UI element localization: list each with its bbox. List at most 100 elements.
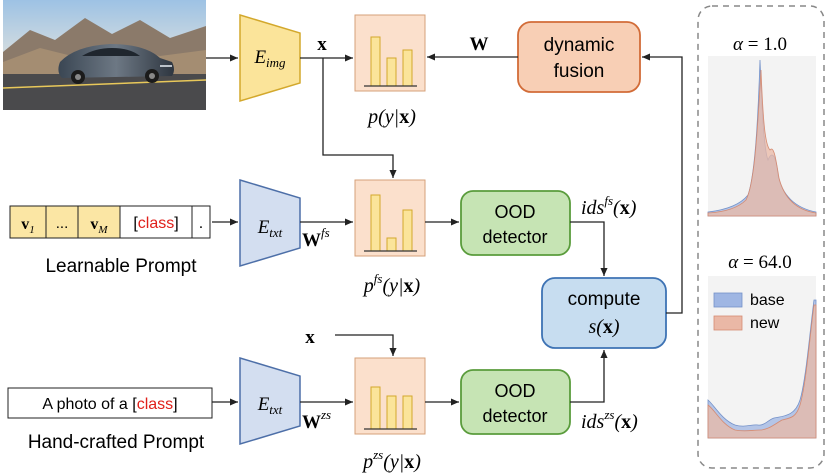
label-x-mid: x <box>305 327 315 348</box>
arrows <box>206 53 683 406</box>
label-w-zs-sup: zs <box>320 407 331 422</box>
legend: base new <box>713 292 785 332</box>
legend-new-swatch <box>713 315 743 331</box>
encoder-img-main: E <box>253 47 266 68</box>
text-encoder-zs: Etxt <box>239 356 301 446</box>
svg-text:W: W <box>470 34 489 55</box>
handcrafted-prompt: A photo of a [class] Hand-crafted Prompt <box>7 387 213 453</box>
learnable-prompt-caption: Learnable Prompt <box>45 256 197 277</box>
svg-text:v1: v1 <box>21 216 35 236</box>
label-p-fs-x: x <box>404 275 414 297</box>
label-p-fs-pre: p <box>362 275 374 297</box>
compute-pre: s( <box>588 316 604 338</box>
compute-post: ) <box>612 316 620 338</box>
ood-zs-line2: detector <box>482 406 547 426</box>
label-w-top: W <box>470 34 489 55</box>
density-plot-alpha1 <box>707 56 817 217</box>
encoder-fs-sub: txt <box>269 225 282 240</box>
prompt-class-open: [ <box>133 215 138 232</box>
prompt-class-word: class <box>138 215 174 232</box>
label-p-fs-mid: (y| <box>382 275 403 297</box>
svg-text:A photo of a [class]: A photo of a [class] <box>42 396 177 413</box>
label-ids-fs-pre: ids <box>581 197 605 219</box>
handcrafted-class-close: ] <box>173 396 177 413</box>
label-ids-zs-mid: ( <box>614 411 622 433</box>
label-ids-zs-post: ) <box>630 411 638 433</box>
legend-base-swatch <box>713 292 743 308</box>
encoder-zs-sub: txt <box>269 402 282 417</box>
alpha-comparison-panel: α = 1.0 α = 64.0 base new <box>697 5 825 469</box>
alpha1-symbol: α <box>733 34 744 55</box>
svg-text:Wzs: Wzs <box>302 407 331 433</box>
label-p-top-post: ) <box>408 106 416 128</box>
ood-detector-zs: OOD detector <box>460 369 571 435</box>
label-p-zs-post: ) <box>413 451 421 473</box>
svg-text:α = 1.0: α = 1.0 <box>733 34 787 55</box>
label-p-fs-post: ) <box>413 275 421 297</box>
svg-text:Eimg: Eimg <box>253 47 286 70</box>
prob-box-top <box>354 14 426 92</box>
ood-fs-line1: OOD <box>494 202 535 222</box>
svg-text:s(x): s(x) <box>588 316 619 338</box>
ood-fs-line2: detector <box>482 227 547 247</box>
encoder-img-sub: img <box>266 55 286 70</box>
svg-text:Etxt: Etxt <box>257 394 283 417</box>
svg-text:[class]: [class] <box>133 215 178 232</box>
density-plot-alpha64: base new <box>707 276 817 439</box>
learnable-prompt: v1 ... vM [class] . Learnable Prompt <box>9 205 211 277</box>
compute-x: x <box>603 316 613 338</box>
prompt-vm: v <box>90 216 98 233</box>
label-w-fs: W <box>302 230 321 251</box>
label-p-zs-pre: p <box>361 451 373 473</box>
handcrafted-class-open: [ <box>132 396 137 413</box>
handcrafted-class-word: class <box>137 396 173 413</box>
handcrafted-text: A photo of a <box>42 396 132 413</box>
ood-detector-fs: OOD detector <box>460 190 571 256</box>
label-x-top: x <box>317 34 327 55</box>
label-p-fs-sup: fs <box>374 271 383 286</box>
prompt-v1-sub: 1 <box>29 224 35 236</box>
label-p-top-pre: p(y| <box>366 106 399 128</box>
compute-line1: compute <box>568 289 641 310</box>
label-ids-fs-sup: fs <box>604 193 613 208</box>
label-p-zs-sup: zs <box>372 447 383 462</box>
image-encoder: Eimg <box>239 13 301 103</box>
svg-text:idszs(x): idszs(x) <box>581 407 638 433</box>
svg-text:Etxt: Etxt <box>257 217 283 240</box>
prompt-vm-sub: M <box>97 224 108 236</box>
prompt-class-close: ] <box>174 215 178 232</box>
alpha1-value: = 1.0 <box>743 34 787 55</box>
label-ids-zs-pre: ids <box>581 411 605 433</box>
svg-text:α = 64.0: α = 64.0 <box>728 252 791 273</box>
label-ids-zs-x: x <box>621 411 631 433</box>
svg-text:x: x <box>305 327 315 348</box>
prob-box-fs <box>354 179 426 257</box>
label-ids-zs-sup: zs <box>603 407 614 422</box>
alpha64-value: = 64.0 <box>738 252 791 273</box>
label-ids-fs-mid: ( <box>613 197 621 219</box>
label-p-zs-mid: (y| <box>383 451 404 473</box>
svg-text:Wfs: Wfs <box>302 225 330 251</box>
label-w-fs-sup: fs <box>321 225 330 240</box>
svg-text:vM: vM <box>90 216 108 236</box>
encoder-fs-main: E <box>257 217 270 238</box>
prompt-dots: ... <box>56 215 69 232</box>
label-p-top-x: x <box>399 106 409 128</box>
dynamic-fusion-line2: fusion <box>554 61 605 82</box>
svg-text:pzs(y|x): pzs(y|x) <box>361 447 421 473</box>
svg-text:x: x <box>317 34 327 55</box>
dynamic-fusion-box: dynamic fusion <box>517 21 641 93</box>
prompt-v1: v <box>21 216 29 233</box>
svg-text:p(y|x): p(y|x) <box>366 106 416 128</box>
alpha64-symbol: α <box>728 252 739 273</box>
svg-text:idsfs(x): idsfs(x) <box>581 193 637 219</box>
encoder-zs-main: E <box>257 394 270 415</box>
label-ids-fs-x: x <box>620 197 630 219</box>
compute-score-box: compute s(x) <box>541 277 667 349</box>
label-ids-fs-post: ) <box>629 197 637 219</box>
label-w-zs: W <box>302 412 321 433</box>
label-p-zs-x: x <box>404 451 414 473</box>
svg-text:pfs(y|x): pfs(y|x) <box>362 271 421 297</box>
prob-box-zs <box>354 357 426 435</box>
